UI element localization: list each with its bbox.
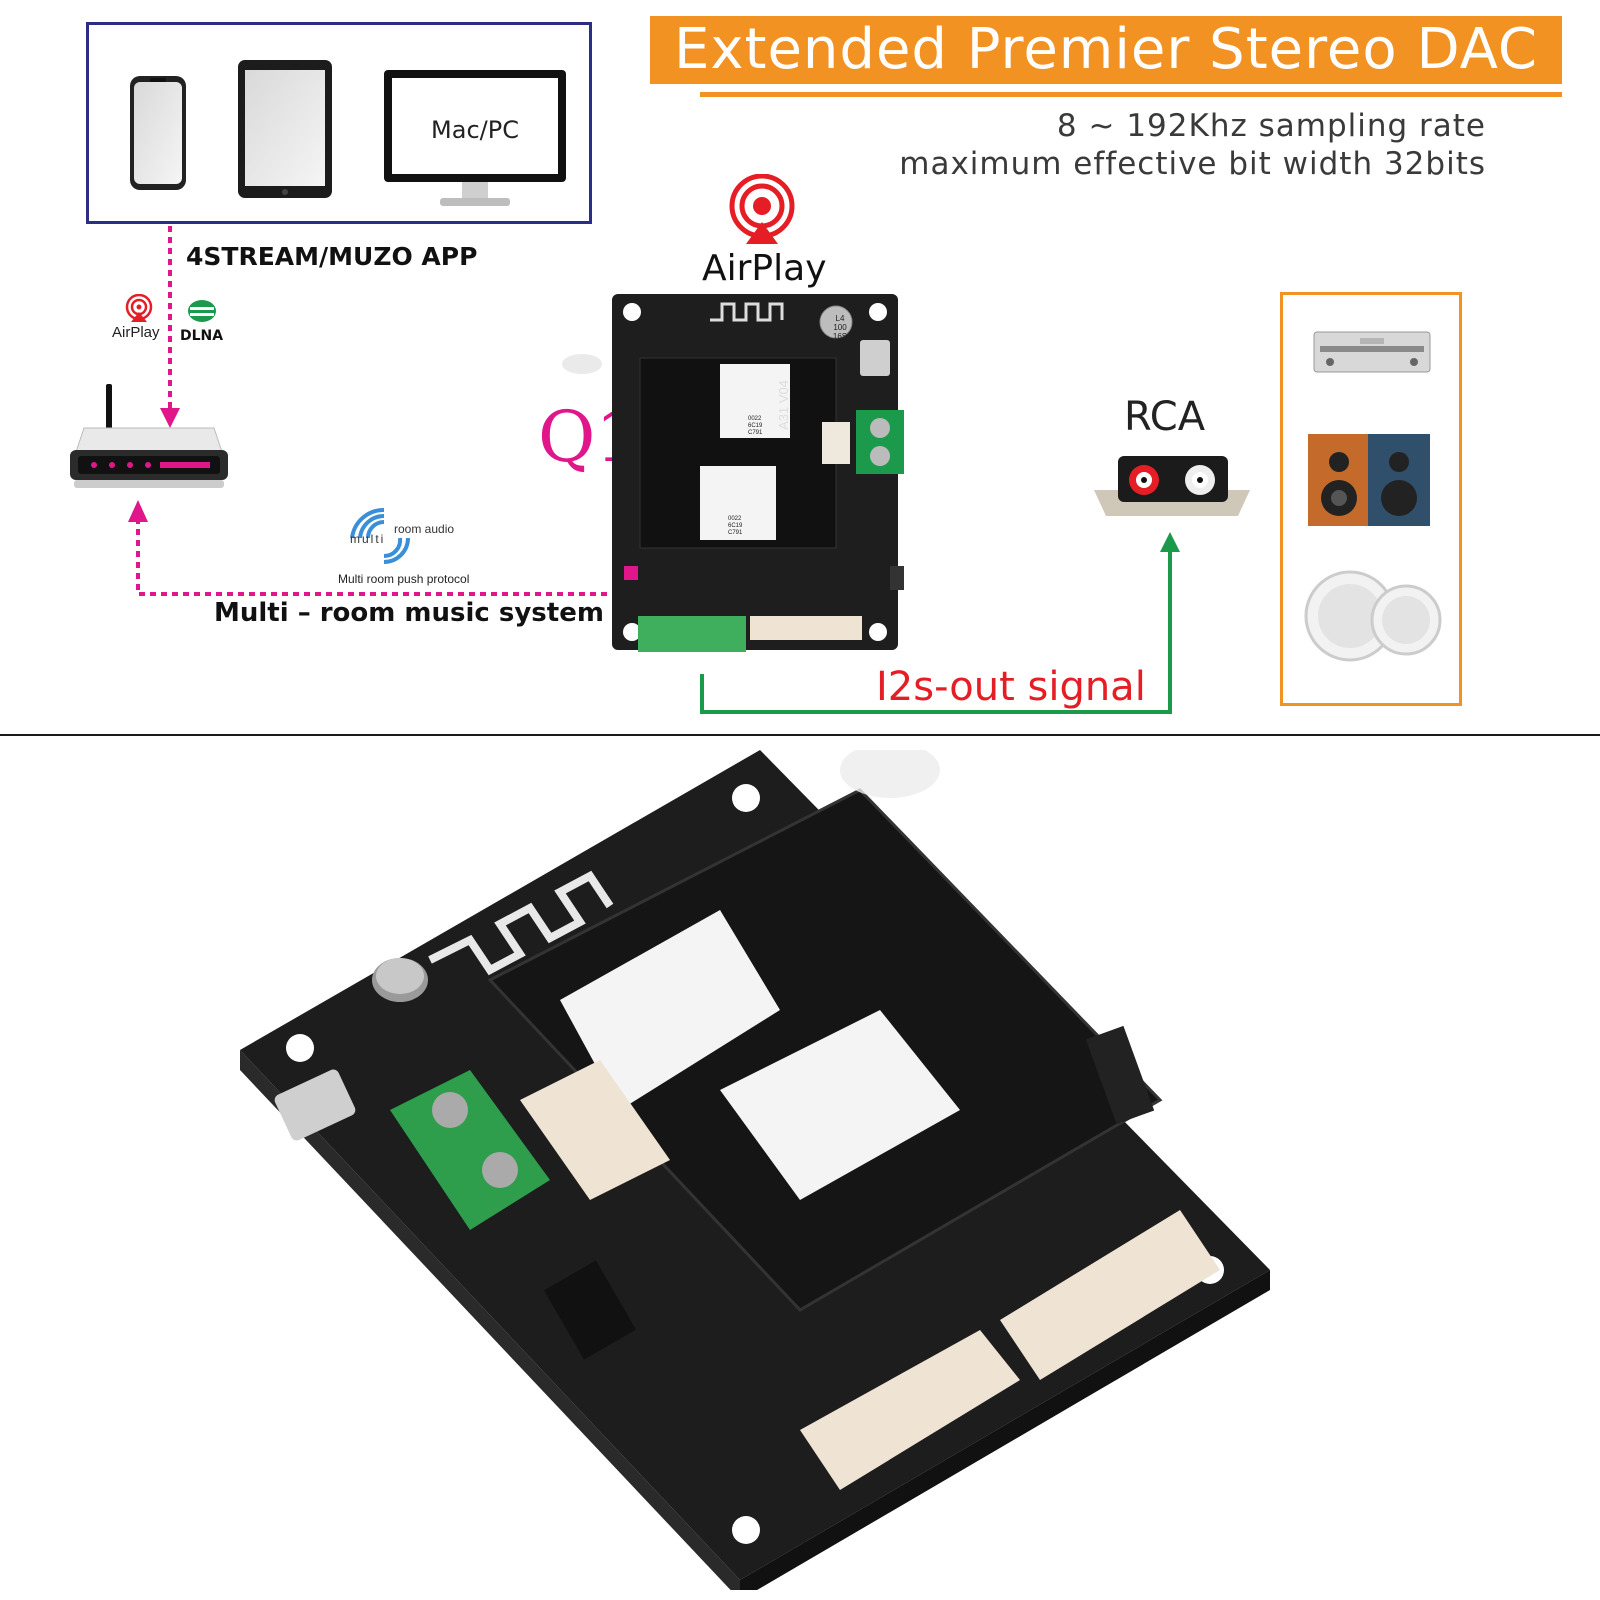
- source-devices-box: [86, 22, 592, 224]
- spec-sampling-rate: 8 ~ 192Khz sampling rate: [1056, 108, 1486, 144]
- multiroom-system-label: Multi – room music system: [214, 598, 604, 628]
- connection-paths: [128, 226, 1180, 714]
- rca-connector-icon: [1094, 456, 1250, 516]
- airplay-large-label: AirPlay: [702, 248, 827, 289]
- qr-label-1: 0022 6C19 C791: [748, 416, 763, 436]
- airplay-small-label: AirPlay: [112, 324, 160, 341]
- smartphone-icon: [130, 76, 186, 190]
- dlna-icon: [188, 300, 216, 322]
- monitor-label: Mac/PC: [431, 116, 519, 144]
- tablet-icon: [238, 60, 332, 198]
- multiroom-caption: Multi room push protocol: [338, 572, 470, 586]
- rca-label: RCA: [1124, 394, 1206, 440]
- module-silk-label: A31 V04: [776, 380, 791, 430]
- dac-board-top-view: [562, 294, 904, 652]
- monitor-icon: [384, 70, 566, 206]
- banner-underline: [700, 92, 1562, 97]
- speaker-icon: [1308, 434, 1430, 526]
- qr-label-2: 0022 6C19 C791: [728, 516, 743, 536]
- router-icon: [70, 384, 228, 488]
- app-label: 4STREAM/MUZO APP: [186, 242, 478, 271]
- section-divider: [0, 734, 1600, 736]
- title-banner: [650, 16, 1562, 84]
- capacitor-silk-label: L4 100 16S: [832, 314, 848, 341]
- multiroom-logo-left: multi: [350, 532, 386, 546]
- multiroom-audio-logo: [350, 508, 410, 564]
- airplay-icon: [125, 294, 153, 322]
- spec-bit-width: maximum effective bit width 32bits: [899, 146, 1486, 182]
- airplay-large-icon: [729, 174, 795, 244]
- i2s-signal-label: I2s-out signal: [876, 664, 1146, 710]
- banner-title: Extended Premier Stereo DAC: [673, 17, 1539, 82]
- multiroom-logo-top: room audio: [394, 522, 455, 536]
- output-devices-box: [1280, 292, 1462, 706]
- dlna-label: DLNA: [180, 328, 224, 344]
- amplifier-icon: [1313, 331, 1431, 373]
- ceiling-speaker-icon: [1304, 570, 1442, 662]
- dac-board-photo: [240, 750, 1270, 1590]
